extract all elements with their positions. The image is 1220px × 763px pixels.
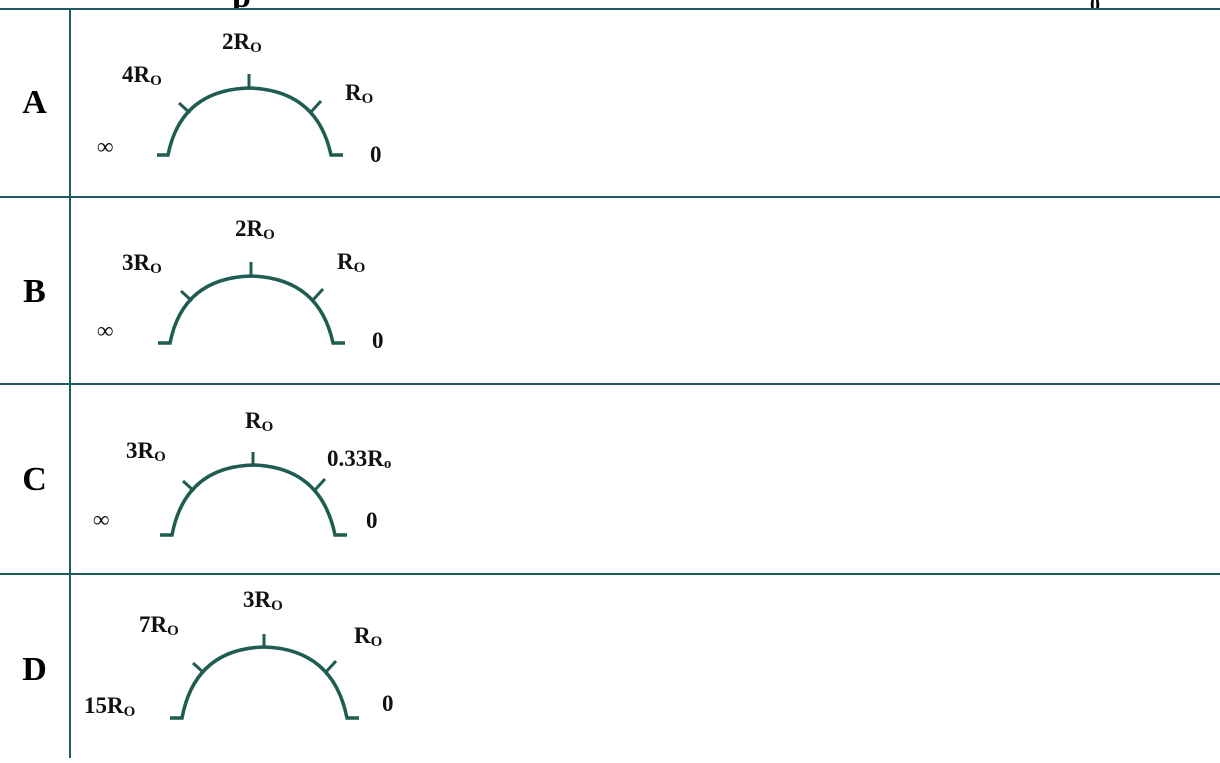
scale-arc [158, 274, 345, 345]
label-left-end: ∞ [93, 507, 109, 532]
option-row-a[interactable]: A ∞ 4RO 2RO RO 0 [0, 10, 1220, 196]
tick-upper-right [308, 99, 323, 115]
tick-upper-left [179, 289, 194, 303]
scale-arc [160, 463, 347, 537]
option-row-c[interactable]: C ∞ 3RO RO 0.33Ro 0 [0, 385, 1220, 573]
tick-upper-left [181, 479, 196, 493]
ohmmeter-scale-d: 15RO 7RO 3RO RO 0 [71, 575, 1220, 763]
ohmmeter-scale-c: ∞ 3RO RO 0.33Ro 0 [71, 385, 1220, 573]
table-rule-1 [0, 196, 1220, 198]
label-top: 2RO [222, 29, 262, 56]
label-right-end: 0 [370, 142, 382, 167]
label-upper-right: RO [337, 249, 365, 276]
label-left-end: ∞ [97, 318, 113, 343]
scale-graphic: ∞ 3RO RO 0.33Ro 0 [93, 408, 391, 537]
label-top: RO [245, 408, 273, 435]
label-right-end: 0 [372, 328, 384, 353]
scale-graphic: 15RO 7RO 3RO RO 0 [84, 587, 394, 720]
ohmmeter-scale-b: ∞ 3RO 2RO RO 0 [71, 198, 1220, 386]
scale-graphic: ∞ 3RO 2RO RO 0 [97, 216, 384, 353]
clipped-question-header: p 0 [0, 0, 1220, 10]
tick-upper-right [312, 477, 327, 493]
header-fragment-right: 0 [1090, 0, 1100, 10]
ohmmeter-scale-a: ∞ 4RO 2RO RO 0 [71, 10, 1220, 198]
label-right-end: 0 [382, 691, 394, 716]
table-rule-3 [0, 573, 1220, 575]
label-right-end: 0 [366, 508, 378, 533]
option-letter: D [22, 651, 47, 688]
label-top: 2RO [235, 216, 275, 243]
table-column-divider [69, 9, 71, 758]
option-row-b[interactable]: B ∞ 3RO 2RO RO 0 [0, 198, 1220, 383]
tick-upper-right [310, 287, 325, 303]
tick-upper-left [177, 101, 192, 115]
label-upper-right: RO [354, 623, 382, 650]
option-row-d[interactable]: D 15RO 7RO 3RO RO 0 [0, 575, 1220, 758]
label-upper-right: RO [345, 80, 373, 107]
label-upper-left: 7RO [139, 612, 179, 639]
header-fragment-left: p [232, 0, 251, 10]
label-upper-left: 3RO [126, 438, 166, 465]
label-left-end: ∞ [97, 134, 113, 159]
tick-upper-left [191, 661, 206, 675]
label-upper-left: 4RO [122, 62, 162, 89]
scale-graphic: ∞ 4RO 2RO RO 0 [97, 29, 382, 167]
option-letter: C [22, 461, 47, 498]
tick-upper-right [323, 659, 338, 675]
label-upper-right: 0.33Ro [327, 446, 391, 472]
label-top: 3RO [243, 587, 283, 614]
scale-arc [170, 645, 359, 720]
table-rule-top [0, 8, 1220, 10]
scale-arc [157, 86, 343, 157]
option-letter: A [22, 84, 47, 121]
table-rule-2 [0, 383, 1220, 385]
option-letter: B [23, 273, 46, 310]
label-left-end: 15RO [84, 693, 135, 720]
label-upper-left: 3RO [122, 250, 162, 277]
